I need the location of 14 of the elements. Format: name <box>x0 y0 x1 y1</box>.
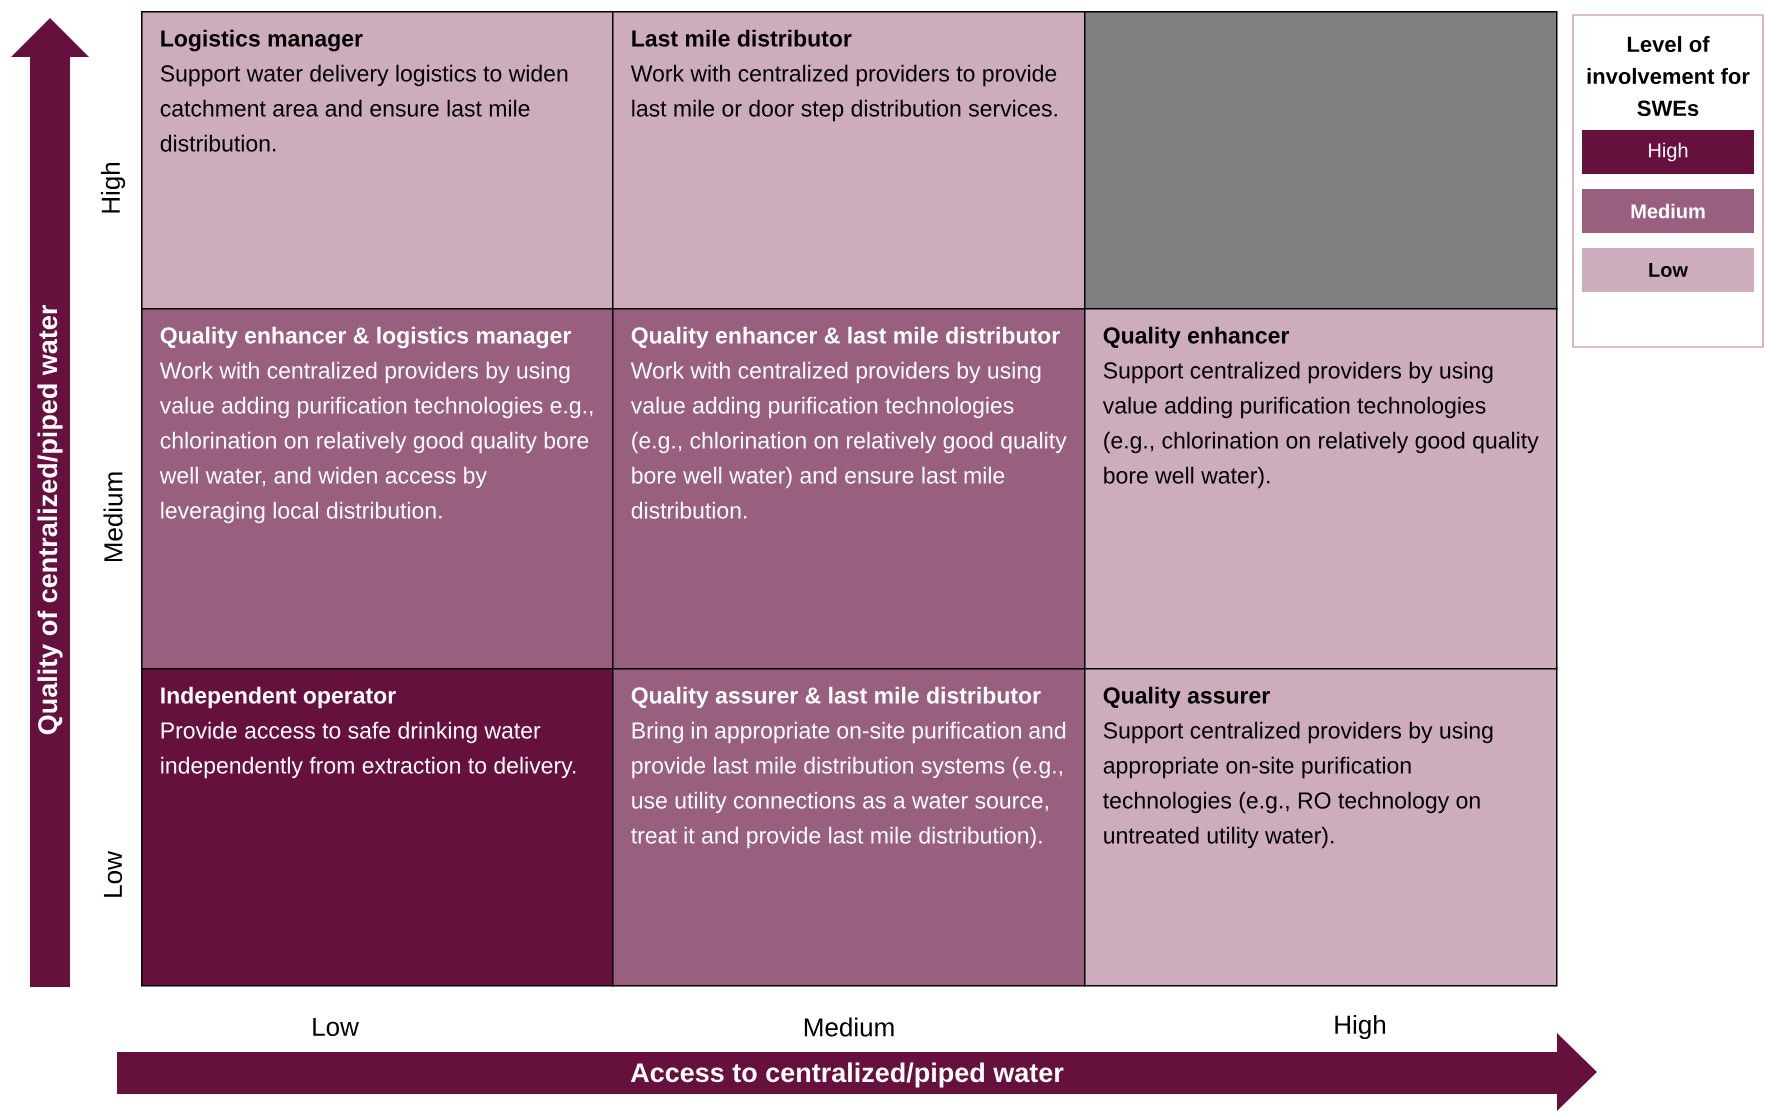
axis-title: Quality of centralized/piped water <box>37 305 63 735</box>
matrix-cell: Quality enhancer Support centralized providers by using value adding purification technologies (e.g., chlorination on relatively good quality bore well water). <box>1084 308 1558 670</box>
matrix-cell: Logistics manager Support water delivery logistics to widen catchment area and ensure last mile distribution. <box>141 11 614 310</box>
matrix-cell: Independent operator Provide access to safe drinking water independently from extraction to delivery. <box>141 668 614 987</box>
axis-title: Access to centralized/piped water <box>630 1062 1064 1088</box>
axis-tick-label: High <box>1335 1014 1386 1040</box>
matrix-cell: Last mile distributor Work with centralized providers to provide last mile or door step distribution services. <box>612 11 1086 310</box>
legend-title: Level of involvement for SWEs <box>1587 35 1750 117</box>
matrix-cell: Quality enhancer & logistics manager Work with centralized providers by using value adding purification technologies e.g., chlorination on relatively good quality bore well water, and widen access by leveraging local distribution. <box>141 308 614 670</box>
matrix-cell: Quality assurer Support centralized providers by using appropriate on-site purification technologies (e.g., RO technology on untreated utility water). <box>1084 668 1558 987</box>
matrix-cell: Quality enhancer & last mile distributor Work with centralized providers by using value adding purification technologies (e.g., chlorination on relatively good quality bore well water) and ensure last mile distribution. <box>612 308 1086 670</box>
axis-tick-label: Low <box>313 1017 359 1037</box>
axis-tick-label: Medium <box>804 1017 894 1037</box>
matrix-cell: Quality assurer & last mile distributor Bring in appropriate on-site purification and provide last mile distribution systems (e.g., use utility connections as a water source, treat it and provide last mile distribution). <box>612 668 1086 987</box>
